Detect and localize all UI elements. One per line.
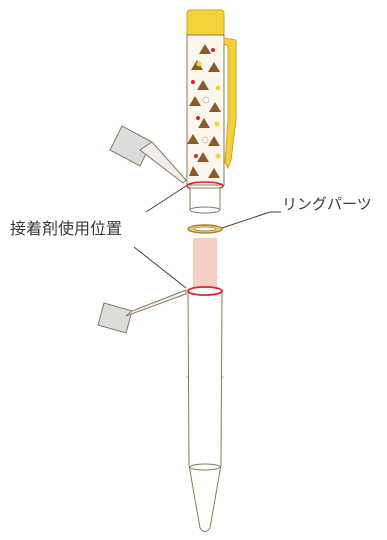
adhesive-nozzle-icon [97,289,187,334]
pen-cap [186,9,225,37]
adhesive-nozzle-icon [109,125,187,184]
pen-upper-body [186,9,237,214]
pen-clip [223,37,237,170]
leader-line-adhesive-lower [133,246,187,289]
pen-lower-body [187,286,223,532]
adhesive-position-label: 接着剤使用位置 [10,219,123,238]
barrel-dots [191,48,221,159]
barrel-charms [187,44,221,178]
adhesive-mark-lower [187,286,223,296]
leader-line-ring [221,211,281,229]
lower-barrel [187,290,223,532]
leader-line-adhesive-upper [145,185,187,213]
ring-parts-label: リングパーツ [282,195,372,213]
